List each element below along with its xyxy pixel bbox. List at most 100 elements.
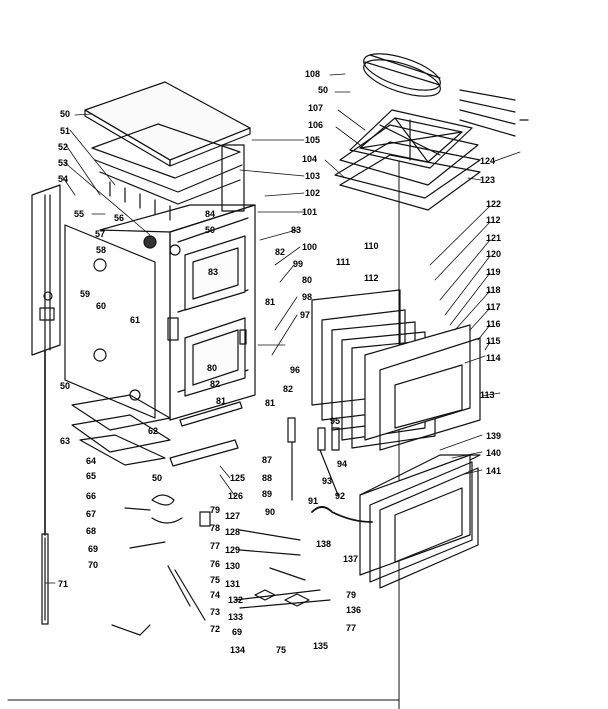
part-label: 75 (210, 575, 221, 585)
part-label: 61 (130, 315, 141, 325)
part-label: 113 (480, 390, 495, 400)
part-label: 81 (265, 297, 276, 307)
part-label: 78 (210, 523, 221, 533)
part-label: 75 (276, 645, 287, 655)
part-label: 125 (230, 473, 246, 483)
heating-elements (459, 89, 529, 137)
part-label: 83 (291, 225, 302, 235)
part-label: 67 (86, 509, 97, 519)
part-label: 106 (308, 120, 324, 130)
part-label: 99 (293, 259, 304, 269)
part-label: 71 (58, 579, 69, 589)
part-label: 108 (305, 69, 321, 79)
bottom-plates (71, 394, 171, 466)
part-label: 139 (486, 431, 502, 441)
part-label: 77 (346, 623, 357, 633)
part-label: 64 (86, 456, 97, 466)
part-label: 102 (305, 188, 321, 198)
rails (169, 401, 243, 467)
part-label: 58 (96, 245, 107, 255)
part-label: 50 (318, 85, 329, 95)
part-label: 134 (230, 645, 246, 655)
part-label: 50 (60, 109, 71, 119)
part-label: 112 (364, 273, 379, 283)
part-label: 52 (58, 142, 69, 152)
part-label: 107 (308, 103, 324, 113)
part-label: 83 (208, 267, 219, 277)
part-label: 82 (210, 379, 221, 389)
part-label: 82 (275, 247, 286, 257)
part-label: 53 (58, 158, 69, 168)
part-label: 131 (225, 579, 241, 589)
part-label: 59 (80, 289, 91, 299)
burner-assembly (111, 589, 331, 636)
part-label: 96 (290, 365, 301, 375)
part-label: 89 (262, 489, 273, 499)
vent-trim-assembly (91, 123, 245, 221)
probe-rod (41, 533, 49, 625)
part-label: 116 (486, 319, 501, 329)
part-label: 126 (228, 491, 244, 501)
part-label: 81 (216, 396, 227, 406)
part-label: 54 (58, 174, 69, 184)
part-label: 133 (228, 612, 244, 622)
part-label: 105 (305, 135, 321, 145)
part-label: 56 (114, 213, 125, 223)
part-label: 87 (262, 455, 273, 465)
part-label: 123 (480, 175, 496, 185)
part-label: 66 (86, 491, 97, 501)
part-label: 79 (210, 505, 221, 515)
upper-door-panels (311, 289, 481, 451)
leader-lines (44, 73, 521, 584)
part-label: 81 (265, 398, 276, 408)
part-label: 100 (302, 242, 318, 252)
part-label: 110 (364, 241, 379, 251)
part-label: 51 (60, 126, 71, 136)
part-label: 132 (228, 595, 244, 605)
part-label: 135 (313, 641, 329, 651)
part-label: 90 (265, 507, 276, 517)
part-label: 76 (210, 559, 221, 569)
part-label: 127 (225, 511, 241, 521)
part-label: 69 (88, 544, 99, 554)
part-label: 120 (486, 249, 502, 259)
part-label: 95 (330, 416, 341, 426)
part-label: 98 (302, 292, 313, 302)
part-label: 141 (486, 466, 502, 476)
part-label: 72 (210, 624, 221, 634)
part-label: 80 (207, 363, 218, 373)
part-label: 118 (486, 285, 501, 295)
part-label: 88 (262, 473, 273, 483)
part-label: 121 (486, 233, 502, 243)
part-label: 79 (346, 590, 357, 600)
top-panel (84, 81, 251, 167)
broiler-pan (334, 109, 481, 211)
part-label: 60 (96, 301, 107, 311)
rear-panel (31, 184, 61, 536)
part-label: 84 (205, 209, 216, 219)
part-label: 119 (486, 267, 501, 277)
part-label: 112 (486, 215, 501, 225)
part-label: 68 (86, 526, 97, 536)
part-label: 117 (486, 302, 501, 312)
part-label: 124 (480, 156, 496, 166)
part-label: 57 (95, 229, 106, 239)
small-parts (124, 494, 306, 621)
side-panel (64, 224, 181, 419)
part-label: 137 (343, 554, 359, 564)
part-label: 111 (336, 257, 351, 267)
part-label: 69 (232, 627, 243, 637)
part-label: 63 (60, 436, 71, 446)
part-label: 103 (305, 171, 321, 181)
part-label: 91 (308, 496, 319, 506)
part-label: 94 (337, 459, 348, 469)
part-label: 80 (302, 275, 313, 285)
part-label: 136 (346, 605, 362, 615)
hinge-parts (287, 417, 373, 523)
part-label: 138 (316, 539, 332, 549)
part-label: 122 (486, 199, 502, 209)
part-label: 140 (486, 448, 502, 458)
part-label: 74 (210, 590, 221, 600)
